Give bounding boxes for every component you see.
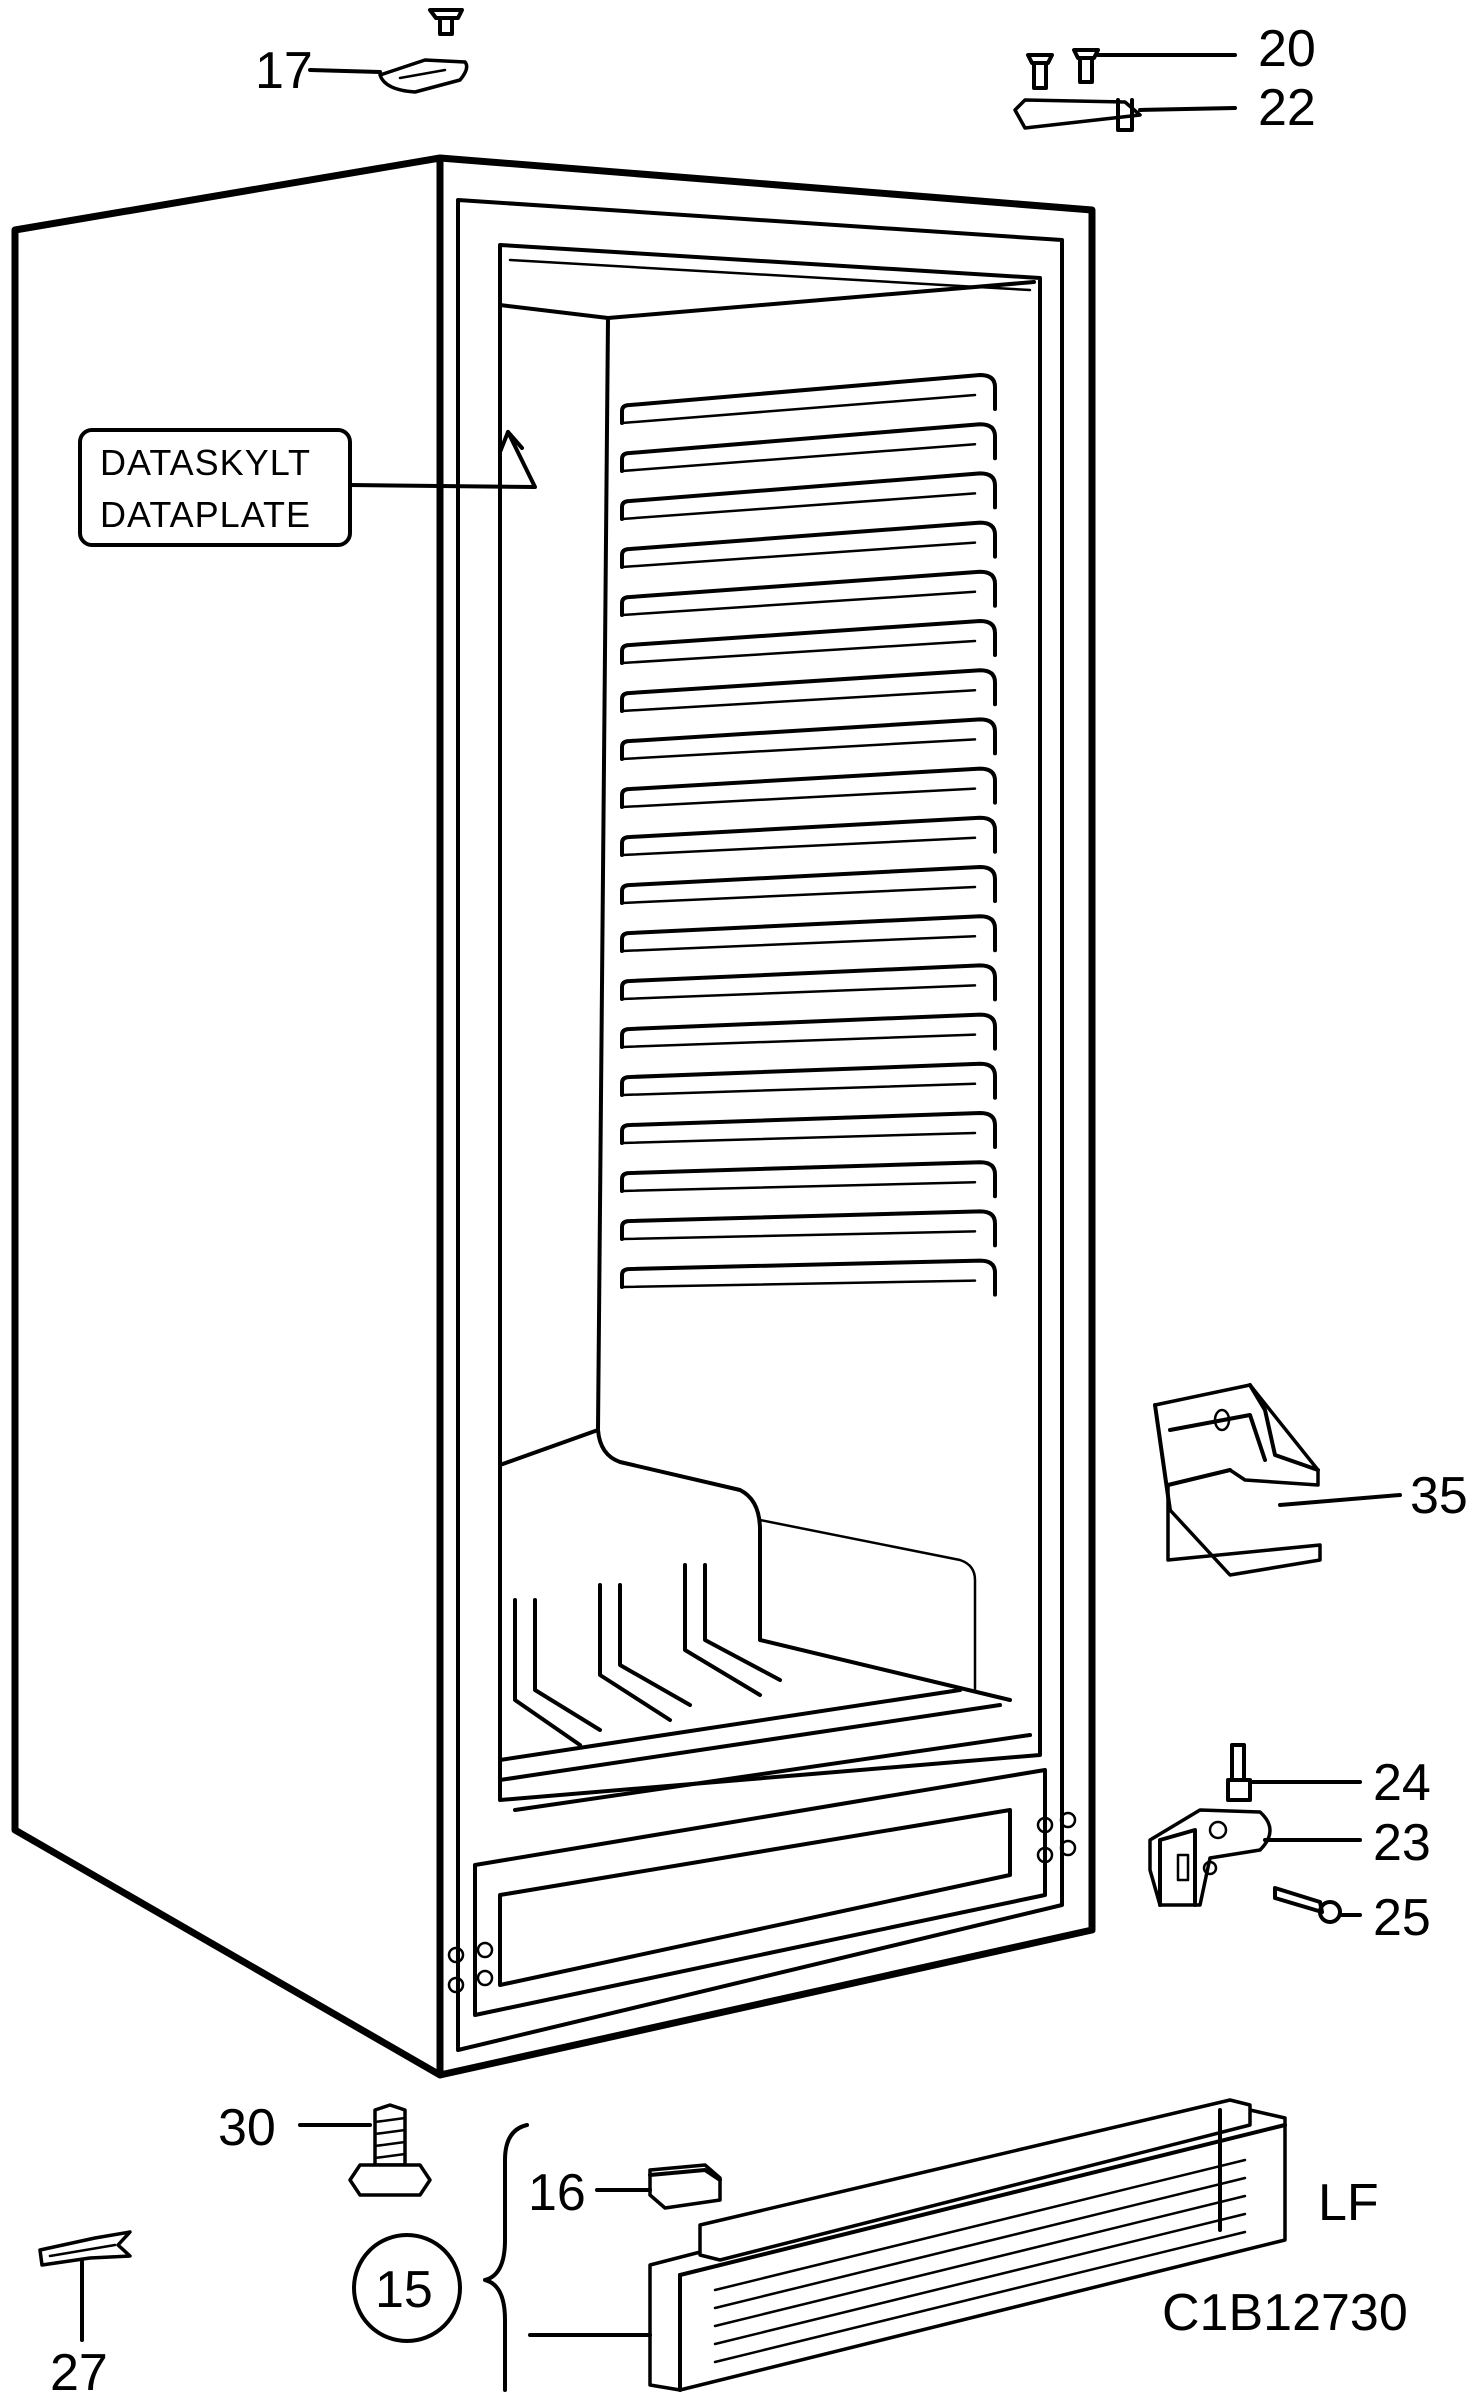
- label-16: 16: [528, 2164, 586, 2222]
- shelf-rail-edge: [620, 934, 977, 953]
- data-plate-callout: DATASKYLT DATAPLATE: [78, 428, 537, 547]
- shelf-rail: [620, 668, 997, 713]
- shelf-rail: [620, 1160, 997, 1199]
- shelf-rail: [620, 963, 997, 1002]
- drawing-code: C1B12730: [1162, 2284, 1408, 2342]
- shelf-rail: [620, 1111, 997, 1149]
- shelf-rail-edge: [620, 1230, 977, 1241]
- label-25: 25: [1373, 1889, 1431, 1947]
- shelf-rail: [620, 1258, 997, 1297]
- shelf-rail-edge: [620, 885, 977, 905]
- label-35: 35: [1410, 1467, 1468, 1525]
- shelf-rail-edge: [620, 1279, 977, 1289]
- variant-code: LF: [1318, 2174, 1379, 2232]
- shelf-rail-edge: [620, 1082, 977, 1097]
- part-27-clip: [38, 2230, 132, 2342]
- shelf-rail-edge: [620, 639, 977, 665]
- shelf-rail-edge: [620, 1033, 977, 1049]
- evaporator-tubes: [498, 1563, 1032, 1812]
- label-27: 27: [50, 2344, 108, 2400]
- shelf-rail: [620, 373, 997, 425]
- shelf-rail-edge: [620, 1131, 977, 1145]
- label-22: 22: [1258, 79, 1316, 137]
- label-17: 17: [255, 42, 313, 100]
- label-30: 30: [218, 2099, 276, 2157]
- shelf-rail-edge: [620, 688, 977, 713]
- shelf-rail: [620, 766, 997, 809]
- shelf-rail: [620, 471, 997, 521]
- shelf-rail-edge: [620, 984, 977, 1001]
- part-15-kickplate: [352, 2098, 1287, 2392]
- shelf-rail-edge: [620, 393, 977, 425]
- label-23: 23: [1373, 1814, 1431, 1872]
- shelf-rail-edge: [620, 1180, 977, 1193]
- cabinet-bottom-panel: [447, 1768, 1077, 2017]
- data-plate-label-1: DATASKYLT: [100, 442, 311, 483]
- label-20: 20: [1258, 20, 1316, 78]
- shelf-rail: [620, 422, 997, 473]
- shelf-rail-edge: [620, 541, 977, 569]
- data-plate-label-2: DATAPLATE: [100, 494, 311, 535]
- part-35-bracket: [1153, 1383, 1402, 1577]
- shelf-rail-edge: [620, 442, 977, 473]
- part-30-bolt: [298, 2103, 432, 2197]
- shelf-rail-edge: [620, 590, 977, 617]
- shelf-rail-edge: [620, 787, 977, 809]
- shelf-rail: [620, 815, 997, 857]
- shelf-rail-edge: [620, 836, 977, 857]
- shelf-rail: [620, 619, 997, 665]
- part-23-24-25-bottom-hinge: [1148, 1743, 1362, 1924]
- shelf-rails: [620, 373, 997, 1297]
- shelf-rail: [620, 569, 997, 617]
- shelf-rail: [620, 1209, 997, 1248]
- part-16-block: [595, 2163, 722, 2210]
- shelf-rail-edge: [620, 492, 977, 521]
- part-17-hinge-cover: [308, 8, 469, 94]
- shelf-rail: [620, 914, 997, 953]
- part-20-22-top-hinge: [1013, 48, 1237, 132]
- shelf-rail: [620, 717, 997, 761]
- cabinet-body: [11, 154, 1096, 2079]
- label-24: 24: [1373, 1754, 1431, 1812]
- label-15: 15: [375, 2261, 433, 2319]
- shelf-rail: [620, 1012, 997, 1051]
- shelf-rail: [620, 520, 997, 569]
- shelf-rail: [620, 865, 997, 905]
- shelf-rail: [620, 1061, 997, 1100]
- shelf-rail-edge: [620, 738, 977, 761]
